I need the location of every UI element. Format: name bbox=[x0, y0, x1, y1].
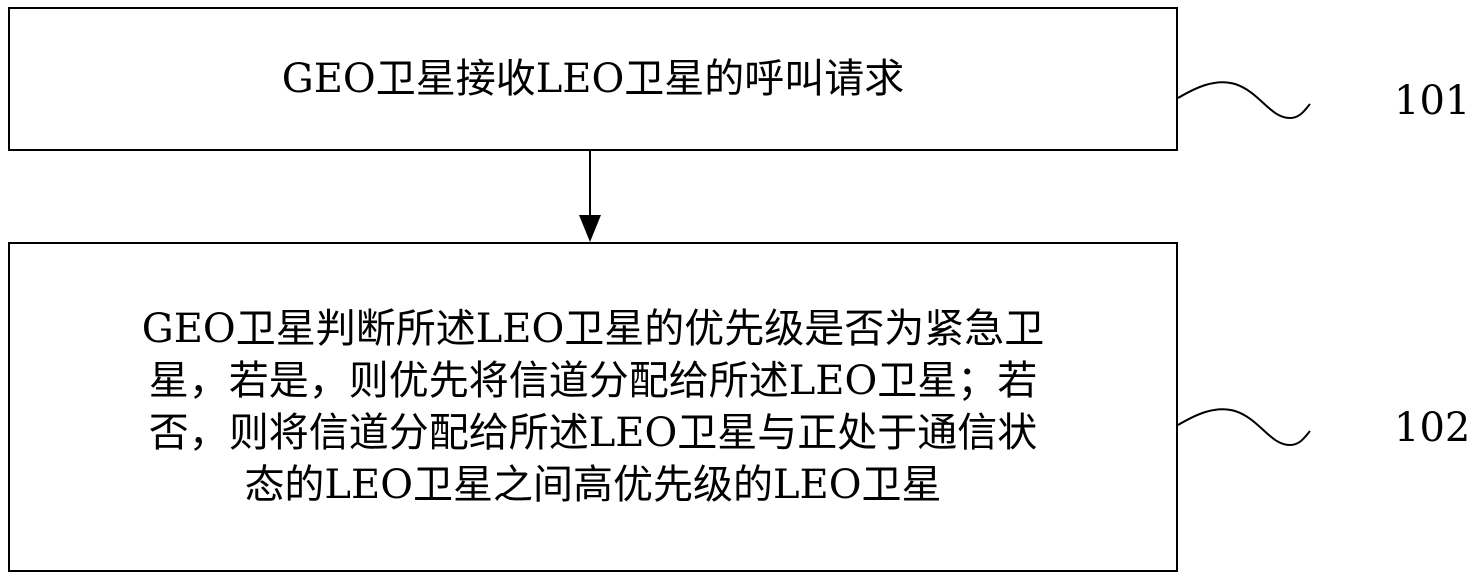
step-text-102-line: GEO卫星判断所述LEO卫星的优先级是否为紧急卫 bbox=[141, 306, 1045, 352]
step-label-101: 101 bbox=[1394, 78, 1467, 124]
step-label-102: 102 bbox=[1394, 405, 1467, 451]
step-text-102-line: 星，若是，则优先将信道分配给所述LEO卫星；若 bbox=[148, 358, 1038, 404]
step-text-102-line: 态的LEO卫星之间高优先级的LEO卫星 bbox=[244, 462, 942, 508]
leader-wave-102 bbox=[1177, 408, 1311, 447]
step-text-102: GEO卫星判断所述LEO卫星的优先级是否为紧急卫 星，若是，则优先将信道分配给所… bbox=[28, 303, 1158, 511]
step-box-101: GEO卫星接收LEO卫星的呼叫请求 bbox=[8, 7, 1178, 151]
step-box-102: GEO卫星判断所述LEO卫星的优先级是否为紧急卫 星，若是，则优先将信道分配给所… bbox=[8, 242, 1178, 572]
flow-arrow bbox=[579, 151, 601, 242]
step-text-102-line: 否，则将信道分配给所述LEO卫星与正处于通信状 bbox=[148, 410, 1038, 456]
step-text-101: GEO卫星接收LEO卫星的呼叫请求 bbox=[281, 56, 905, 102]
leader-wave-101 bbox=[1177, 81, 1311, 120]
